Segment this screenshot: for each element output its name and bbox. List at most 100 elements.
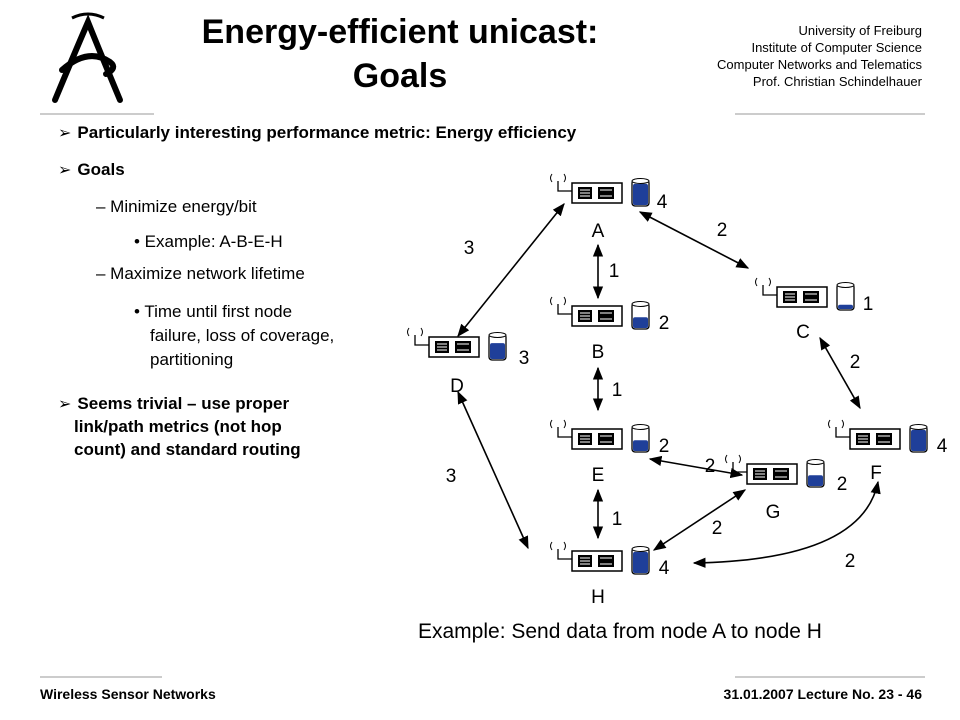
text-line: failure, loss of coverage, — [150, 326, 335, 345]
bullet-goals: ➢ Goals — [58, 160, 125, 180]
node-label-G: G — [766, 502, 781, 523]
text-line: Seems trivial – use proper — [77, 394, 290, 413]
arrow-bullet-icon: ➢ — [58, 123, 72, 142]
footer-rule-right — [735, 676, 925, 678]
node-A: 4A — [550, 173, 668, 242]
arrow-bullet-icon: ➢ — [58, 160, 72, 179]
text-line: partitioning — [150, 350, 234, 369]
sensor-board-icon — [428, 336, 480, 358]
antenna-icon — [550, 419, 572, 438]
battery-icon — [806, 459, 825, 488]
edge-weight-G-H: 2 — [712, 518, 723, 539]
diagram-caption: Example: Send data from node A to node H — [418, 620, 822, 643]
edge-weight-E-G: 2 — [705, 456, 716, 477]
sensor-board-icon — [849, 428, 901, 450]
node-energy-D: 3 — [519, 348, 530, 369]
edge-G-H — [652, 489, 747, 551]
antenna-icon — [550, 541, 572, 560]
footer-lecture: 31.01.2007 Lecture No. 23 - 46 — [723, 686, 922, 702]
sub-sub-bullet-failure: • Time until first node failure, loss of… — [134, 300, 334, 372]
node-label-A: A — [592, 221, 605, 242]
antenna-icon — [407, 327, 429, 346]
bullet-text: Particularly interesting performance met… — [77, 123, 577, 142]
sensor-board-icon — [571, 550, 623, 572]
edge-A-C — [638, 211, 750, 269]
bullet-trivial: ➢ Seems trivial – use proper link/path me… — [58, 392, 301, 461]
node-label-H: H — [591, 587, 605, 608]
page-title: Energy-efficient unicast: Goals — [165, 10, 635, 98]
antenna-icon — [550, 296, 572, 315]
sensor-board-icon — [746, 463, 798, 485]
node-energy-C: 1 — [863, 294, 874, 315]
edge-A-D — [457, 203, 565, 337]
node-energy-E: 2 — [659, 436, 670, 457]
footer-course: Wireless Sensor Networks — [40, 686, 216, 702]
battery-icon — [631, 546, 650, 575]
antenna-icon — [755, 277, 777, 296]
edge-D-H — [457, 390, 529, 550]
node-label-F: F — [870, 463, 882, 484]
sub-bullet-lifetime: – Maximize network lifetime — [96, 264, 305, 283]
title-line-2: Goals — [352, 57, 448, 95]
edge-F-H — [692, 480, 881, 568]
edge-weight-A-B: 1 — [609, 261, 620, 282]
header-rule-right — [735, 113, 925, 115]
node-E: 2E — [550, 419, 670, 486]
battery-icon — [488, 332, 507, 361]
edge-E-G — [648, 455, 744, 479]
node-label-B: B — [592, 342, 605, 363]
edge-weight-A-C: 2 — [717, 220, 728, 241]
sensor-board-icon — [571, 305, 623, 327]
node-C: 1C — [755, 277, 874, 343]
edge-weight-D-H: 3 — [446, 466, 457, 487]
sensor-board-icon — [571, 182, 623, 204]
edge-C-F — [819, 336, 861, 410]
antenna-icon — [828, 419, 850, 438]
battery-icon — [631, 301, 650, 330]
node-energy-G: 2 — [837, 474, 848, 495]
footer-rule-left — [40, 676, 162, 678]
institution-line: Institute of Computer Science — [751, 40, 922, 55]
bullet-text: Goals — [77, 160, 125, 179]
antenna-icon — [550, 173, 572, 192]
battery-icon — [909, 424, 928, 453]
node-label-D: D — [450, 376, 464, 397]
node-G: 2G — [725, 454, 848, 523]
edge-weight-F-H: 2 — [845, 551, 856, 572]
institution-block: University of Freiburg Institute of Comp… — [717, 22, 922, 90]
node-energy-A: 4 — [657, 192, 668, 213]
edge-weight-A-D: 3 — [464, 238, 475, 259]
text-line: link/path metrics (not hop — [74, 417, 282, 436]
node-label-E: E — [592, 465, 605, 486]
sensor-board-icon — [571, 428, 623, 450]
institution-line: Computer Networks and Telematics — [717, 57, 922, 72]
node-D: 3D — [407, 327, 530, 397]
bullet-metric: ➢ Particularly interesting performance me… — [58, 123, 576, 143]
text-line: count) and standard routing — [74, 440, 301, 459]
edge-weight-C-F: 2 — [850, 352, 861, 373]
node-energy-F: 4 — [937, 436, 948, 457]
sensor-board-icon — [776, 286, 828, 308]
sub-sub-bullet-example: • Example: A-B-E-H — [134, 232, 283, 251]
node-H: 4H — [550, 541, 670, 608]
institution-line: University of Freiburg — [798, 23, 922, 38]
university-logo-icon — [52, 12, 123, 103]
battery-icon — [836, 282, 855, 311]
node-B: 2B — [550, 296, 670, 363]
text-line: • Time until first node — [134, 302, 293, 321]
edge-weight-E-H: 1 — [612, 509, 623, 530]
battery-icon — [631, 178, 650, 207]
battery-icon — [631, 424, 650, 453]
institution-line: Prof. Christian Schindelhauer — [752, 74, 922, 89]
arrow-bullet-icon: ➢ — [58, 394, 72, 413]
antenna-icon — [725, 454, 747, 473]
edge-weight-B-E: 1 — [612, 380, 623, 401]
node-energy-H: 4 — [659, 558, 670, 579]
node-energy-B: 2 — [659, 313, 670, 334]
node-F: 4F — [828, 419, 948, 484]
title-line-1: Energy-efficient unicast: — [201, 13, 599, 51]
header-rule-left — [40, 113, 154, 115]
sub-bullet-energy: – Minimize energy/bit — [96, 197, 257, 216]
node-label-C: C — [796, 322, 810, 343]
